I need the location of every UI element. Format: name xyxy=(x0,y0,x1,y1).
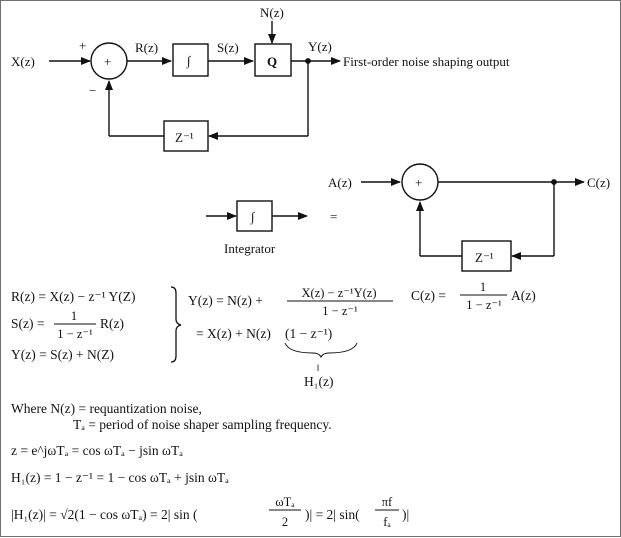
h1-equation: H₁(z) = 1 − z⁻¹ = 1 − cos ωTₐ + jsin ωTₐ xyxy=(11,470,229,485)
integrator-delay-label: Z⁻¹ xyxy=(475,250,494,265)
noise-label: N(z) xyxy=(260,5,284,20)
s-equation-lhs: S(z) = xyxy=(11,316,44,331)
output-description: First-order noise shaping output xyxy=(343,54,510,69)
delay-label: Z⁻¹ xyxy=(175,130,194,145)
magnitude-fraction1-num: ωTₐ xyxy=(275,495,295,509)
c-fraction-num: 1 xyxy=(480,280,486,294)
integrator-symbol: ∫ xyxy=(186,53,192,69)
magnitude-equation-b: )| = 2| sin( xyxy=(305,507,360,522)
r-equation: R(z) = X(z) − z⁻¹ Y(Z) xyxy=(11,289,135,304)
s-fraction-den: 1 − z⁻¹ xyxy=(57,327,93,341)
c-equation-lhs: C(z) = xyxy=(411,288,446,303)
output-label: Y(z) xyxy=(308,39,332,54)
y-equation: Y(z) = S(z) + N(Z) xyxy=(11,347,114,362)
magnitude-equation-a: |H₁(z)| = √2(1 − cos ωTₐ) = 2| sin ( xyxy=(11,507,198,522)
c-label: C(z) xyxy=(587,175,610,190)
c-equation-rhs: A(z) xyxy=(511,288,536,303)
y1-fraction-den: 1 − z⁻¹ xyxy=(322,304,358,318)
where-line-2: Tₐ = period of noise shaper sampling fre… xyxy=(73,417,332,432)
z-equation: z = e^jωTₐ = cos ωTₐ − jsin ωTₐ xyxy=(11,443,183,458)
s-equation-rhs: R(z) xyxy=(100,316,124,331)
where-line-1: Where N(z) = requantization noise, xyxy=(11,401,202,416)
y1-lhs: Y(z) = N(z) + xyxy=(188,293,263,308)
noise-shaper-diagram: X(z) + − + R(z) ∫ S(z) N(z) Q Y(z) First… xyxy=(11,5,510,152)
magnitude-fraction1-den: 2 xyxy=(282,515,288,529)
h-label: H₁(z) xyxy=(304,374,333,389)
integrator-caption: Integrator xyxy=(224,241,276,256)
integrator-sum-symbol: + xyxy=(415,175,422,190)
integrator-standalone-symbol: ∫ xyxy=(250,209,256,225)
minus-sign: − xyxy=(89,83,96,98)
integrator-block xyxy=(172,43,209,77)
magnitude-fraction2-num: πf xyxy=(382,495,393,509)
equations: R(z) = X(z) − z⁻¹ Y(Z) S(z) = 1 1 − z⁻¹ … xyxy=(11,280,536,529)
input-label: X(z) xyxy=(11,54,35,69)
c-fraction-den: 1 − z⁻¹ xyxy=(466,298,502,312)
y1-fraction-num: X(z) − z⁻¹Y(z) xyxy=(302,286,377,300)
magnitude-fraction2-den: fₐ xyxy=(383,515,391,529)
plus-sign: + xyxy=(79,38,86,53)
system-brace xyxy=(170,286,182,363)
y2-line: = X(z) + N(z) xyxy=(196,326,271,341)
integrator-diagram: ∫ Integrator = A(z) + C(z) Z⁻¹ xyxy=(206,163,610,272)
quantizer-block xyxy=(254,43,292,77)
equals-sign: = xyxy=(330,209,337,224)
underbrace xyxy=(284,342,358,359)
s-label: S(z) xyxy=(217,40,239,55)
h-equivalence: ‖ xyxy=(317,363,320,373)
a-label: A(z) xyxy=(328,175,352,190)
magnitude-equation-c: )| xyxy=(402,507,409,522)
integrator-standalone-block xyxy=(236,200,273,232)
r-label: R(z) xyxy=(135,40,158,55)
quantizer-label: Q xyxy=(267,54,277,69)
y2-factor: (1 − z⁻¹) xyxy=(285,326,332,341)
delay-block xyxy=(163,120,209,152)
sum-symbol: + xyxy=(104,54,111,69)
s-fraction-num: 1 xyxy=(71,309,77,323)
